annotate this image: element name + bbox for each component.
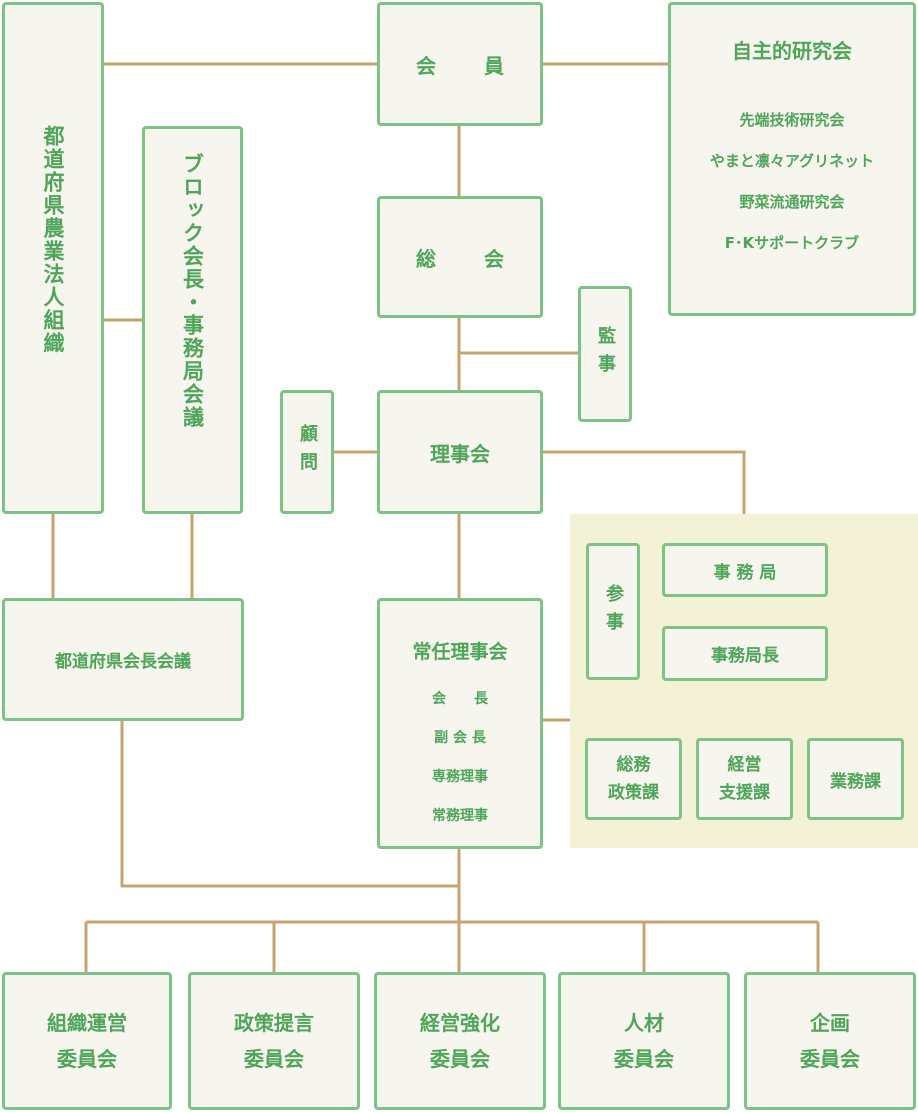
committee-soshiki-box: 組織運営 委員会 <box>2 972 172 1110</box>
jishu-item: やまと凛々アグリネット <box>709 152 875 170</box>
jonin-members: 会 長 副 会 長 専務理事 常務理事 <box>432 680 488 836</box>
committee-suffix: 委員会 <box>800 1047 860 1071</box>
kaichokaigi-box: 都道府県会長会議 <box>2 598 244 721</box>
kanji-box: 監事 <box>578 286 632 422</box>
committee-name: 人材 <box>624 1011 664 1035</box>
kanji-label: 監事 <box>595 326 616 382</box>
jonin-member: 会 長 <box>432 691 488 707</box>
soumu-label-1: 総務 <box>616 755 651 775</box>
rijikai-label: 理事会 <box>430 441 490 466</box>
jimukyokucho-label: 事務局長 <box>711 646 779 666</box>
committee-suffix: 委員会 <box>614 1047 674 1071</box>
soukai-label: 総 会 <box>416 246 518 271</box>
gyomu-label: 業務課 <box>830 771 881 792</box>
keiei-box: 経営 支援課 <box>696 738 793 820</box>
kaiin-box: 会 員 <box>377 2 543 126</box>
jishu-title: 自主的研究会 <box>732 39 852 63</box>
committee-suffix: 委員会 <box>430 1047 490 1071</box>
kaichokaigi-label: 都道府県会長会議 <box>55 652 191 672</box>
jonin-box: 常任理事会 会 長 副 会 長 専務理事 常務理事 <box>377 598 543 849</box>
soumu-label-2: 政策課 <box>608 783 659 803</box>
jishu-item: F･Kサポートクラブ <box>724 234 860 252</box>
rijikai-box: 理事会 <box>377 390 543 514</box>
todofuken-org-box: 都道府県農業法人組織 <box>2 2 104 514</box>
jishu-item: 野菜流通研究会 <box>739 193 845 211</box>
jonin-member: 常務理事 <box>432 808 488 824</box>
jonin-member: 専務理事 <box>432 769 488 785</box>
committee-suffix: 委員会 <box>244 1047 304 1071</box>
gyomu-box: 業務課 <box>807 738 904 820</box>
committee-jinzai-box: 人材 委員会 <box>558 972 730 1110</box>
line-rijikai-zone <box>542 450 746 514</box>
block-meeting-label: ブロック会長・事務局会議 <box>180 153 205 429</box>
komon-label: 顧問 <box>297 424 318 480</box>
committee-name: 企画 <box>810 1011 850 1035</box>
soukai-box: 総 会 <box>377 196 543 318</box>
jonin-title: 常任理事会 <box>412 641 508 663</box>
committee-name: 経営強化 <box>420 1011 500 1035</box>
committee-name: 組織運営 <box>47 1011 127 1035</box>
line-kaichokaigi-down <box>120 720 459 888</box>
committee-suffix: 委員会 <box>57 1047 117 1071</box>
kaiin-label: 会 員 <box>416 53 518 78</box>
jishu-list: 先端技術研究会 やまと凛々アグリネット 野菜流通研究会 F･Kサポートクラブ <box>710 100 874 264</box>
jishu-box: 自主的研究会 先端技術研究会 やまと凛々アグリネット 野菜流通研究会 F･Kサポ… <box>668 2 916 316</box>
jishu-item: 先端技術研究会 <box>739 111 845 129</box>
committee-keiei-box: 経営強化 委員会 <box>374 972 546 1110</box>
jimukyokucho-box: 事務局長 <box>662 626 828 681</box>
komon-box: 顧問 <box>280 390 334 514</box>
keiei-label-1: 経営 <box>727 755 762 775</box>
jonin-member: 副 会 長 <box>434 730 486 746</box>
block-meeting-box: ブロック会長・事務局会議 <box>142 126 243 514</box>
committee-kikaku-box: 企画 委員会 <box>744 972 916 1110</box>
todofuken-org-label: 都道府県農業法人組織 <box>41 125 65 355</box>
sanji-label: 参事 <box>603 583 624 640</box>
jimukyoku-box: 事 務 局 <box>662 543 828 597</box>
jimukyoku-label: 事 務 局 <box>713 562 777 583</box>
committee-seisaku-box: 政策提言 委員会 <box>188 972 360 1110</box>
keiei-label-2: 支援課 <box>719 783 770 803</box>
sanji-box: 参事 <box>586 543 640 680</box>
committee-name: 政策提言 <box>234 1011 314 1035</box>
soumu-box: 総務 政策課 <box>585 738 682 820</box>
